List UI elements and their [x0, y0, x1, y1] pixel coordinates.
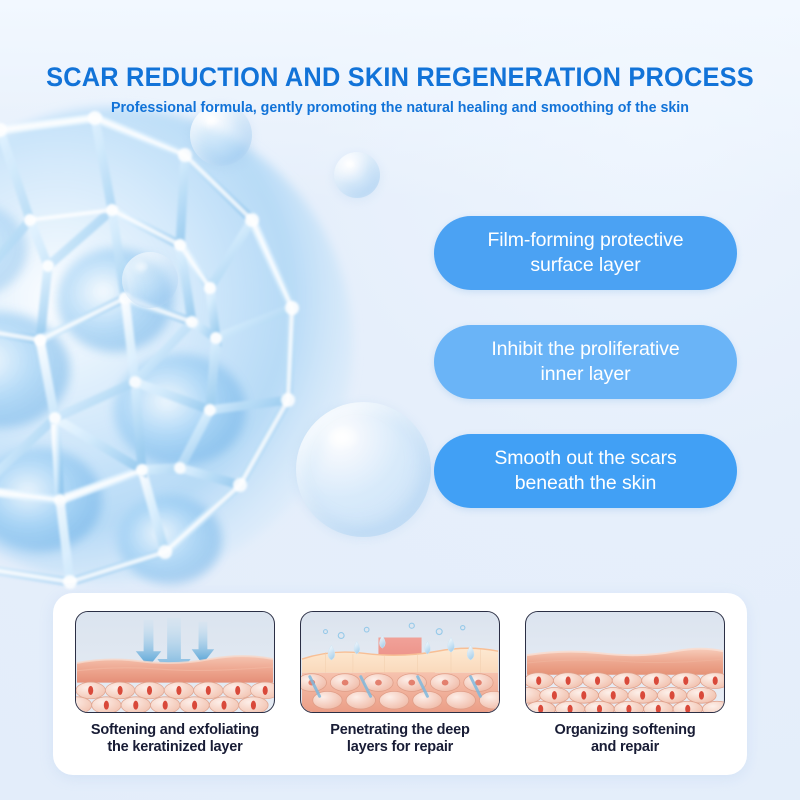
- benefit-pill-line1: Smooth out the scars: [494, 447, 677, 469]
- skin-arrows-illustration: [75, 611, 275, 713]
- process-steps-card: Softening and exfoliating the keratinize…: [53, 593, 747, 775]
- page-subtitle: Professional formula, gently promoting t…: [111, 99, 689, 116]
- process-step-caption: Organizing softening and repair: [525, 722, 725, 756]
- benefit-pill-inhibit-proliferative[interactable]: Inhibit the proliferative inner layer: [434, 325, 737, 399]
- page-title: SCAR REDUCTION AND SKIN REGENERATION PRO…: [46, 62, 754, 92]
- caption-line1: Softening and exfoliating: [90, 722, 260, 738]
- process-step-caption: Softening and exfoliating the keratinize…: [75, 722, 275, 756]
- benefit-pill-label: Smooth out the scars beneath the skin: [494, 446, 676, 496]
- process-step-2: Penetrating the deep layers for repair: [300, 611, 500, 756]
- process-steps-row: Softening and exfoliating the keratinize…: [53, 611, 747, 756]
- caption-line1: Organizing softening: [554, 722, 696, 738]
- benefit-pill-line2: inner layer: [540, 363, 631, 385]
- smooth-skin-illustration: [525, 611, 725, 713]
- benefit-pill-line1: Inhibit the proliferative: [491, 338, 680, 360]
- process-step-3: Organizing softening and repair: [525, 611, 725, 756]
- benefit-pill-smooth-scars[interactable]: Smooth out the scars beneath the skin: [434, 434, 737, 508]
- benefit-pill-line2: beneath the skin: [514, 472, 657, 494]
- benefit-pill-line1: Film-forming protective: [487, 229, 684, 251]
- benefit-pill-list: Film-forming protective surface layer In…: [434, 216, 737, 508]
- process-step-1: Softening and exfoliating the keratinize…: [75, 611, 275, 756]
- benefit-pill-label: Film-forming protective surface layer: [488, 228, 684, 278]
- caption-line2: the keratinized layer: [107, 739, 243, 755]
- benefit-pill-label: Inhibit the proliferative inner layer: [491, 337, 679, 387]
- caption-line1: Penetrating the deep: [330, 722, 470, 738]
- skin-penetration-illustration: [300, 611, 500, 713]
- header: SCAR REDUCTION AND SKIN REGENERATION PRO…: [0, 62, 800, 116]
- caption-line2: and repair: [590, 739, 660, 755]
- benefit-pill-film-forming[interactable]: Film-forming protective surface layer: [434, 216, 737, 290]
- benefit-pill-line2: surface layer: [530, 254, 641, 276]
- caption-line2: layers for repair: [346, 739, 454, 755]
- process-step-caption: Penetrating the deep layers for repair: [300, 722, 500, 756]
